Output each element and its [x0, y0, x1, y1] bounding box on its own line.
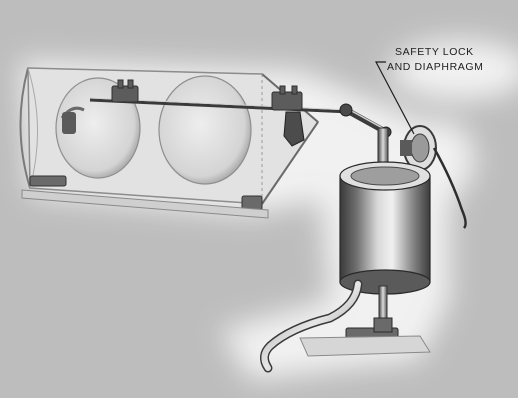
vacuum-cylinder	[340, 162, 430, 294]
callout-label-line1: SAFETY LOCK	[395, 45, 474, 59]
floor-plate	[300, 336, 430, 356]
lens-right	[159, 76, 251, 184]
callout-label-line2: AND DIAPHRAGM	[387, 60, 483, 74]
